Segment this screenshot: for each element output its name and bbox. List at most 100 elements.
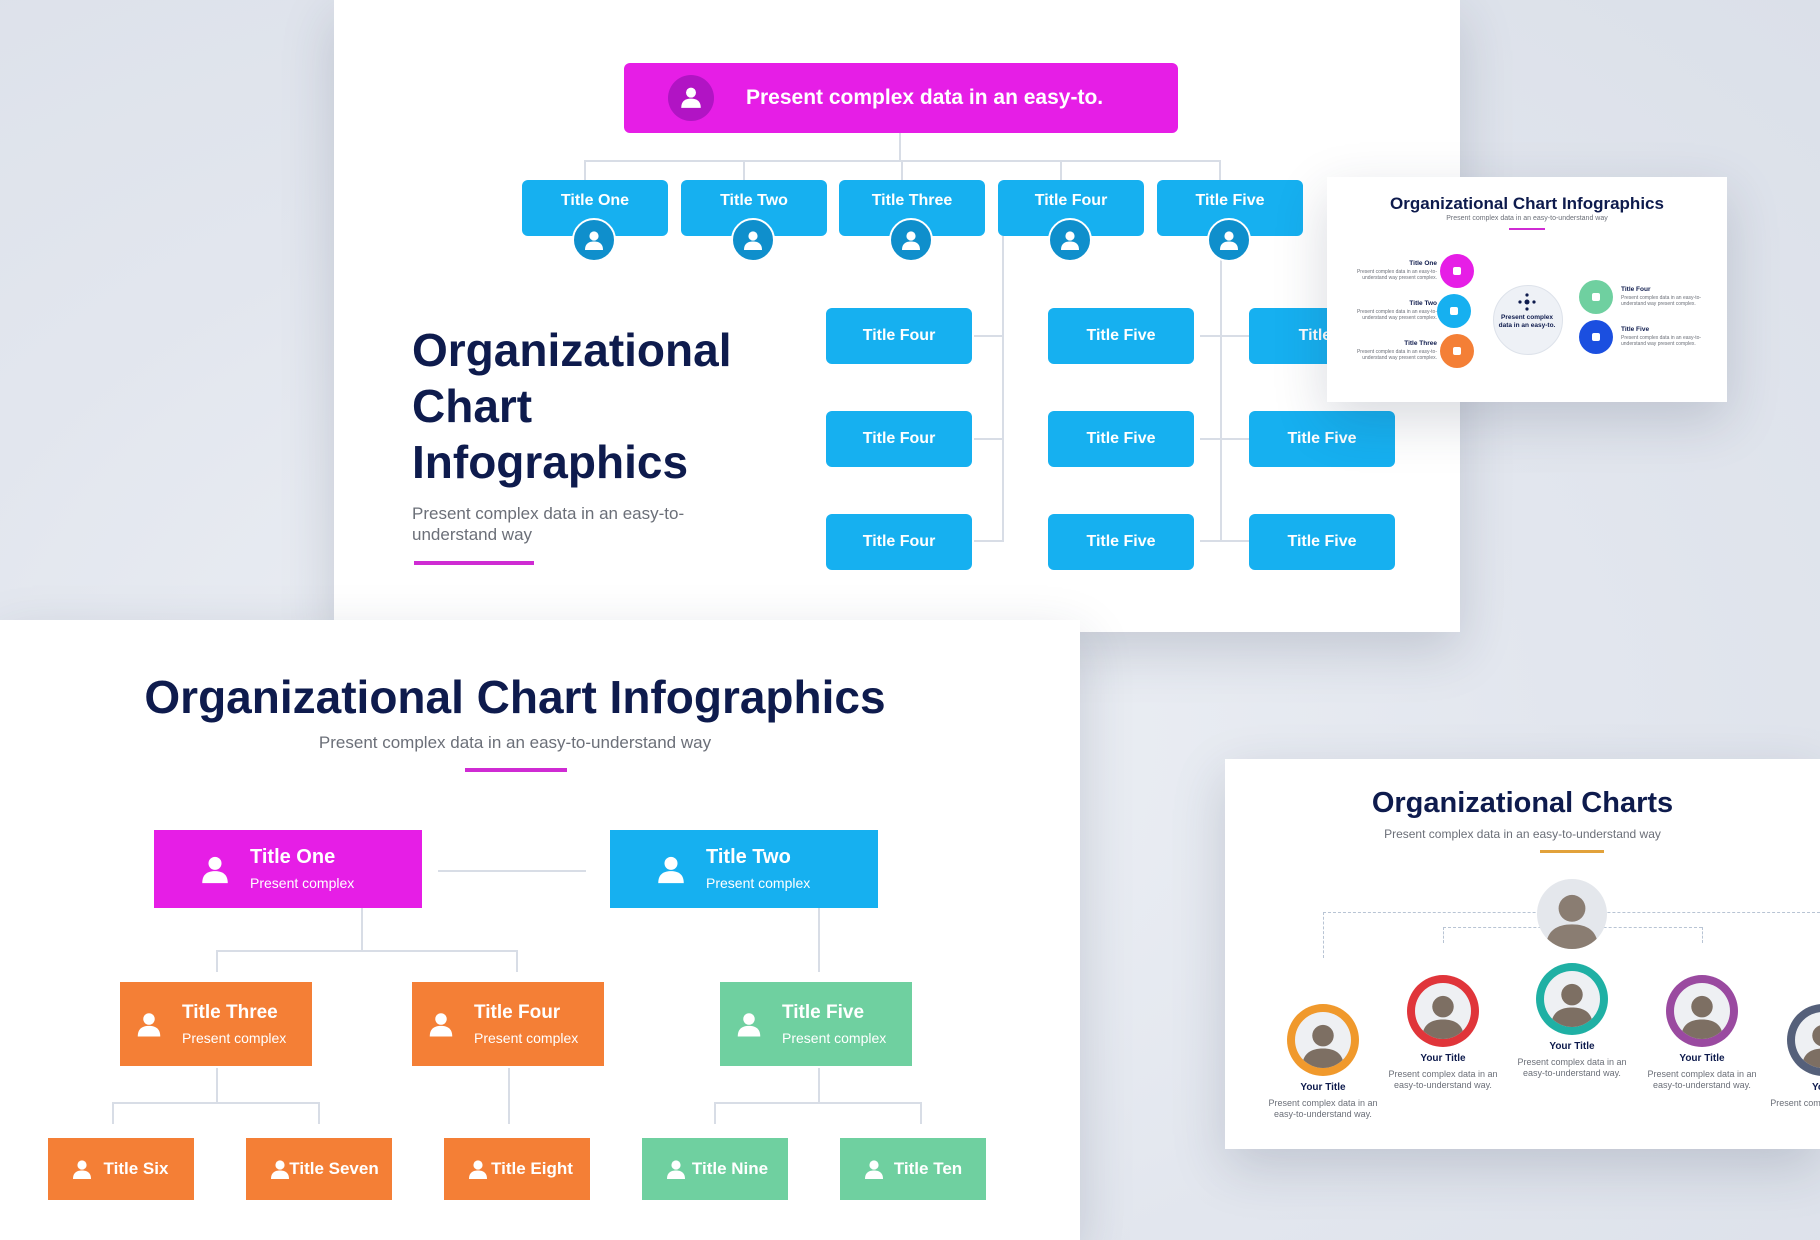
page-subtitle: Present complex data in an easy-to-under… bbox=[412, 504, 685, 544]
person-desc: Present comp easy-to-und bbox=[1770, 1098, 1820, 1108]
connector bbox=[1200, 438, 1250, 440]
title-node-2: Title Two bbox=[681, 180, 827, 236]
leaf-node-label: Title Six bbox=[103, 1159, 169, 1178]
person-desc: Present complex data in an easy-to-under… bbox=[1388, 1069, 1498, 1090]
connector bbox=[216, 1068, 218, 1102]
grid-node: Title Five bbox=[1048, 308, 1194, 364]
connector bbox=[1702, 927, 1703, 943]
connector bbox=[1219, 160, 1221, 180]
leaf-node-5: Title Ten bbox=[840, 1138, 986, 1200]
leaf-node-label: Title Ten bbox=[893, 1159, 963, 1178]
leaf-node-2: Title Seven bbox=[246, 1138, 392, 1200]
person-photo-icon bbox=[1674, 988, 1730, 1039]
node-title-one: Title One Present complex bbox=[154, 830, 422, 908]
person-photo-icon bbox=[1544, 976, 1600, 1027]
grid-node-label: Title Four bbox=[862, 430, 936, 447]
slide2-subtitle: Present complex data in an easy-to-under… bbox=[318, 733, 712, 752]
person-title: Your Title bbox=[1300, 1082, 1346, 1093]
s3-left-desc: Present complex data in an easy-to-under… bbox=[1356, 269, 1437, 281]
slide3-underline bbox=[1509, 228, 1545, 230]
grid-node: Title Five bbox=[1249, 411, 1395, 467]
avatar-ceo bbox=[1537, 879, 1607, 949]
person-title: Your Title bbox=[1549, 1041, 1595, 1052]
node-desc: Present complex bbox=[706, 875, 811, 891]
s3-left-title: Title One bbox=[1409, 260, 1437, 267]
s3-left-desc: Present complex data in an easy-to-under… bbox=[1356, 309, 1437, 321]
person-title: Your Title bbox=[1679, 1053, 1725, 1064]
connector bbox=[714, 1102, 922, 1104]
node-title-two: Title Two Present complex bbox=[610, 830, 878, 908]
grid-node: Title Four bbox=[826, 514, 972, 570]
node-title-five: Title Five Present complex bbox=[720, 982, 912, 1066]
person-icon bbox=[862, 1157, 886, 1181]
connector bbox=[361, 908, 363, 950]
grid-node-label: Title Four bbox=[862, 327, 936, 344]
person-icon bbox=[582, 228, 606, 252]
connector bbox=[1323, 912, 1324, 958]
s3-right-icon bbox=[1579, 320, 1613, 354]
person-desc: Present complex data in an easy-to-under… bbox=[1647, 1069, 1757, 1090]
connector bbox=[714, 1102, 716, 1124]
title-line-1: Organizational bbox=[412, 324, 732, 376]
slide-org-chart-2: Organizational Chart Infographics Presen… bbox=[0, 620, 1080, 1240]
node-title: Title Two bbox=[706, 846, 791, 868]
grid-node-label: Title Five bbox=[1287, 430, 1357, 447]
connector bbox=[818, 1068, 820, 1102]
badge-icon bbox=[1592, 333, 1600, 341]
person-icon bbox=[678, 84, 704, 110]
badge-icon bbox=[1450, 307, 1458, 315]
connector bbox=[508, 1068, 510, 1124]
title-node-avatar bbox=[731, 218, 775, 262]
person-photo-icon bbox=[1537, 885, 1607, 949]
slide3-title: Organizational Chart Infographics bbox=[1390, 194, 1664, 213]
avatar-4 bbox=[1666, 975, 1738, 1047]
person-title: Your bbox=[1811, 1082, 1820, 1093]
network-icon bbox=[1518, 293, 1536, 311]
grid-node: Title Five bbox=[1249, 514, 1395, 570]
node-desc: Present complex bbox=[782, 1030, 887, 1046]
connector bbox=[901, 160, 903, 180]
s3-left-desc: Present complex data in an easy-to-under… bbox=[1356, 349, 1437, 361]
grid-node: Title Four bbox=[826, 411, 972, 467]
s3-right-desc: Present complex data in an easy-to-under… bbox=[1621, 335, 1702, 347]
leaf-node-3: Title Eight bbox=[444, 1138, 590, 1200]
connector bbox=[516, 950, 518, 972]
person-icon bbox=[1058, 228, 1082, 252]
leaf-node-4: Title Nine bbox=[642, 1138, 788, 1200]
person-icon bbox=[268, 1157, 292, 1181]
grid-node: Title Four bbox=[826, 308, 972, 364]
slide3-subtitle: Present complex data in an easy-to-under… bbox=[1446, 215, 1608, 222]
node-desc: Present complex bbox=[474, 1030, 579, 1046]
node-title-three: Title Three Present complex bbox=[120, 982, 312, 1066]
person-icon bbox=[70, 1157, 94, 1181]
leaf-node-label: Title Eight bbox=[491, 1159, 573, 1178]
title-node-label: Title Two bbox=[720, 192, 788, 209]
slide-org-chart-1: Present complex data in an easy-to. Titl… bbox=[334, 0, 1460, 632]
grid-node-label: Title Four bbox=[862, 533, 936, 550]
title-line-3: Infographics bbox=[412, 436, 689, 488]
title-node-avatar bbox=[572, 218, 616, 262]
badge-icon bbox=[1453, 347, 1461, 355]
person-icon bbox=[134, 1009, 164, 1039]
root-avatar bbox=[668, 75, 714, 121]
node-title: Title Four bbox=[474, 1002, 561, 1023]
avatar-5 bbox=[1787, 1004, 1820, 1076]
title-node-avatar bbox=[1048, 218, 1092, 262]
s3-right-icon bbox=[1579, 280, 1613, 314]
s3-right-desc: Present complex data in an easy-to-under… bbox=[1621, 295, 1702, 307]
person-desc: Present complex data in an easy-to-under… bbox=[1268, 1098, 1378, 1119]
title-node-label: Title One bbox=[560, 192, 630, 209]
center-node bbox=[1493, 285, 1563, 355]
s3-left-title: Title Two bbox=[1409, 300, 1437, 307]
avatar-3 bbox=[1536, 963, 1608, 1035]
accent-underline bbox=[414, 561, 534, 565]
person-desc: Present complex data in an easy-to-under… bbox=[1517, 1057, 1627, 1078]
title-line-2: Chart bbox=[412, 380, 533, 432]
person-icon bbox=[899, 228, 923, 252]
leaf-node-label: Title Seven bbox=[289, 1159, 379, 1178]
slide4-title: Organizational Charts bbox=[1371, 787, 1674, 819]
connector bbox=[1220, 236, 1222, 542]
title-node-label: Title Three bbox=[871, 192, 953, 209]
connector bbox=[974, 438, 1002, 440]
s3-left-icon bbox=[1440, 254, 1474, 288]
